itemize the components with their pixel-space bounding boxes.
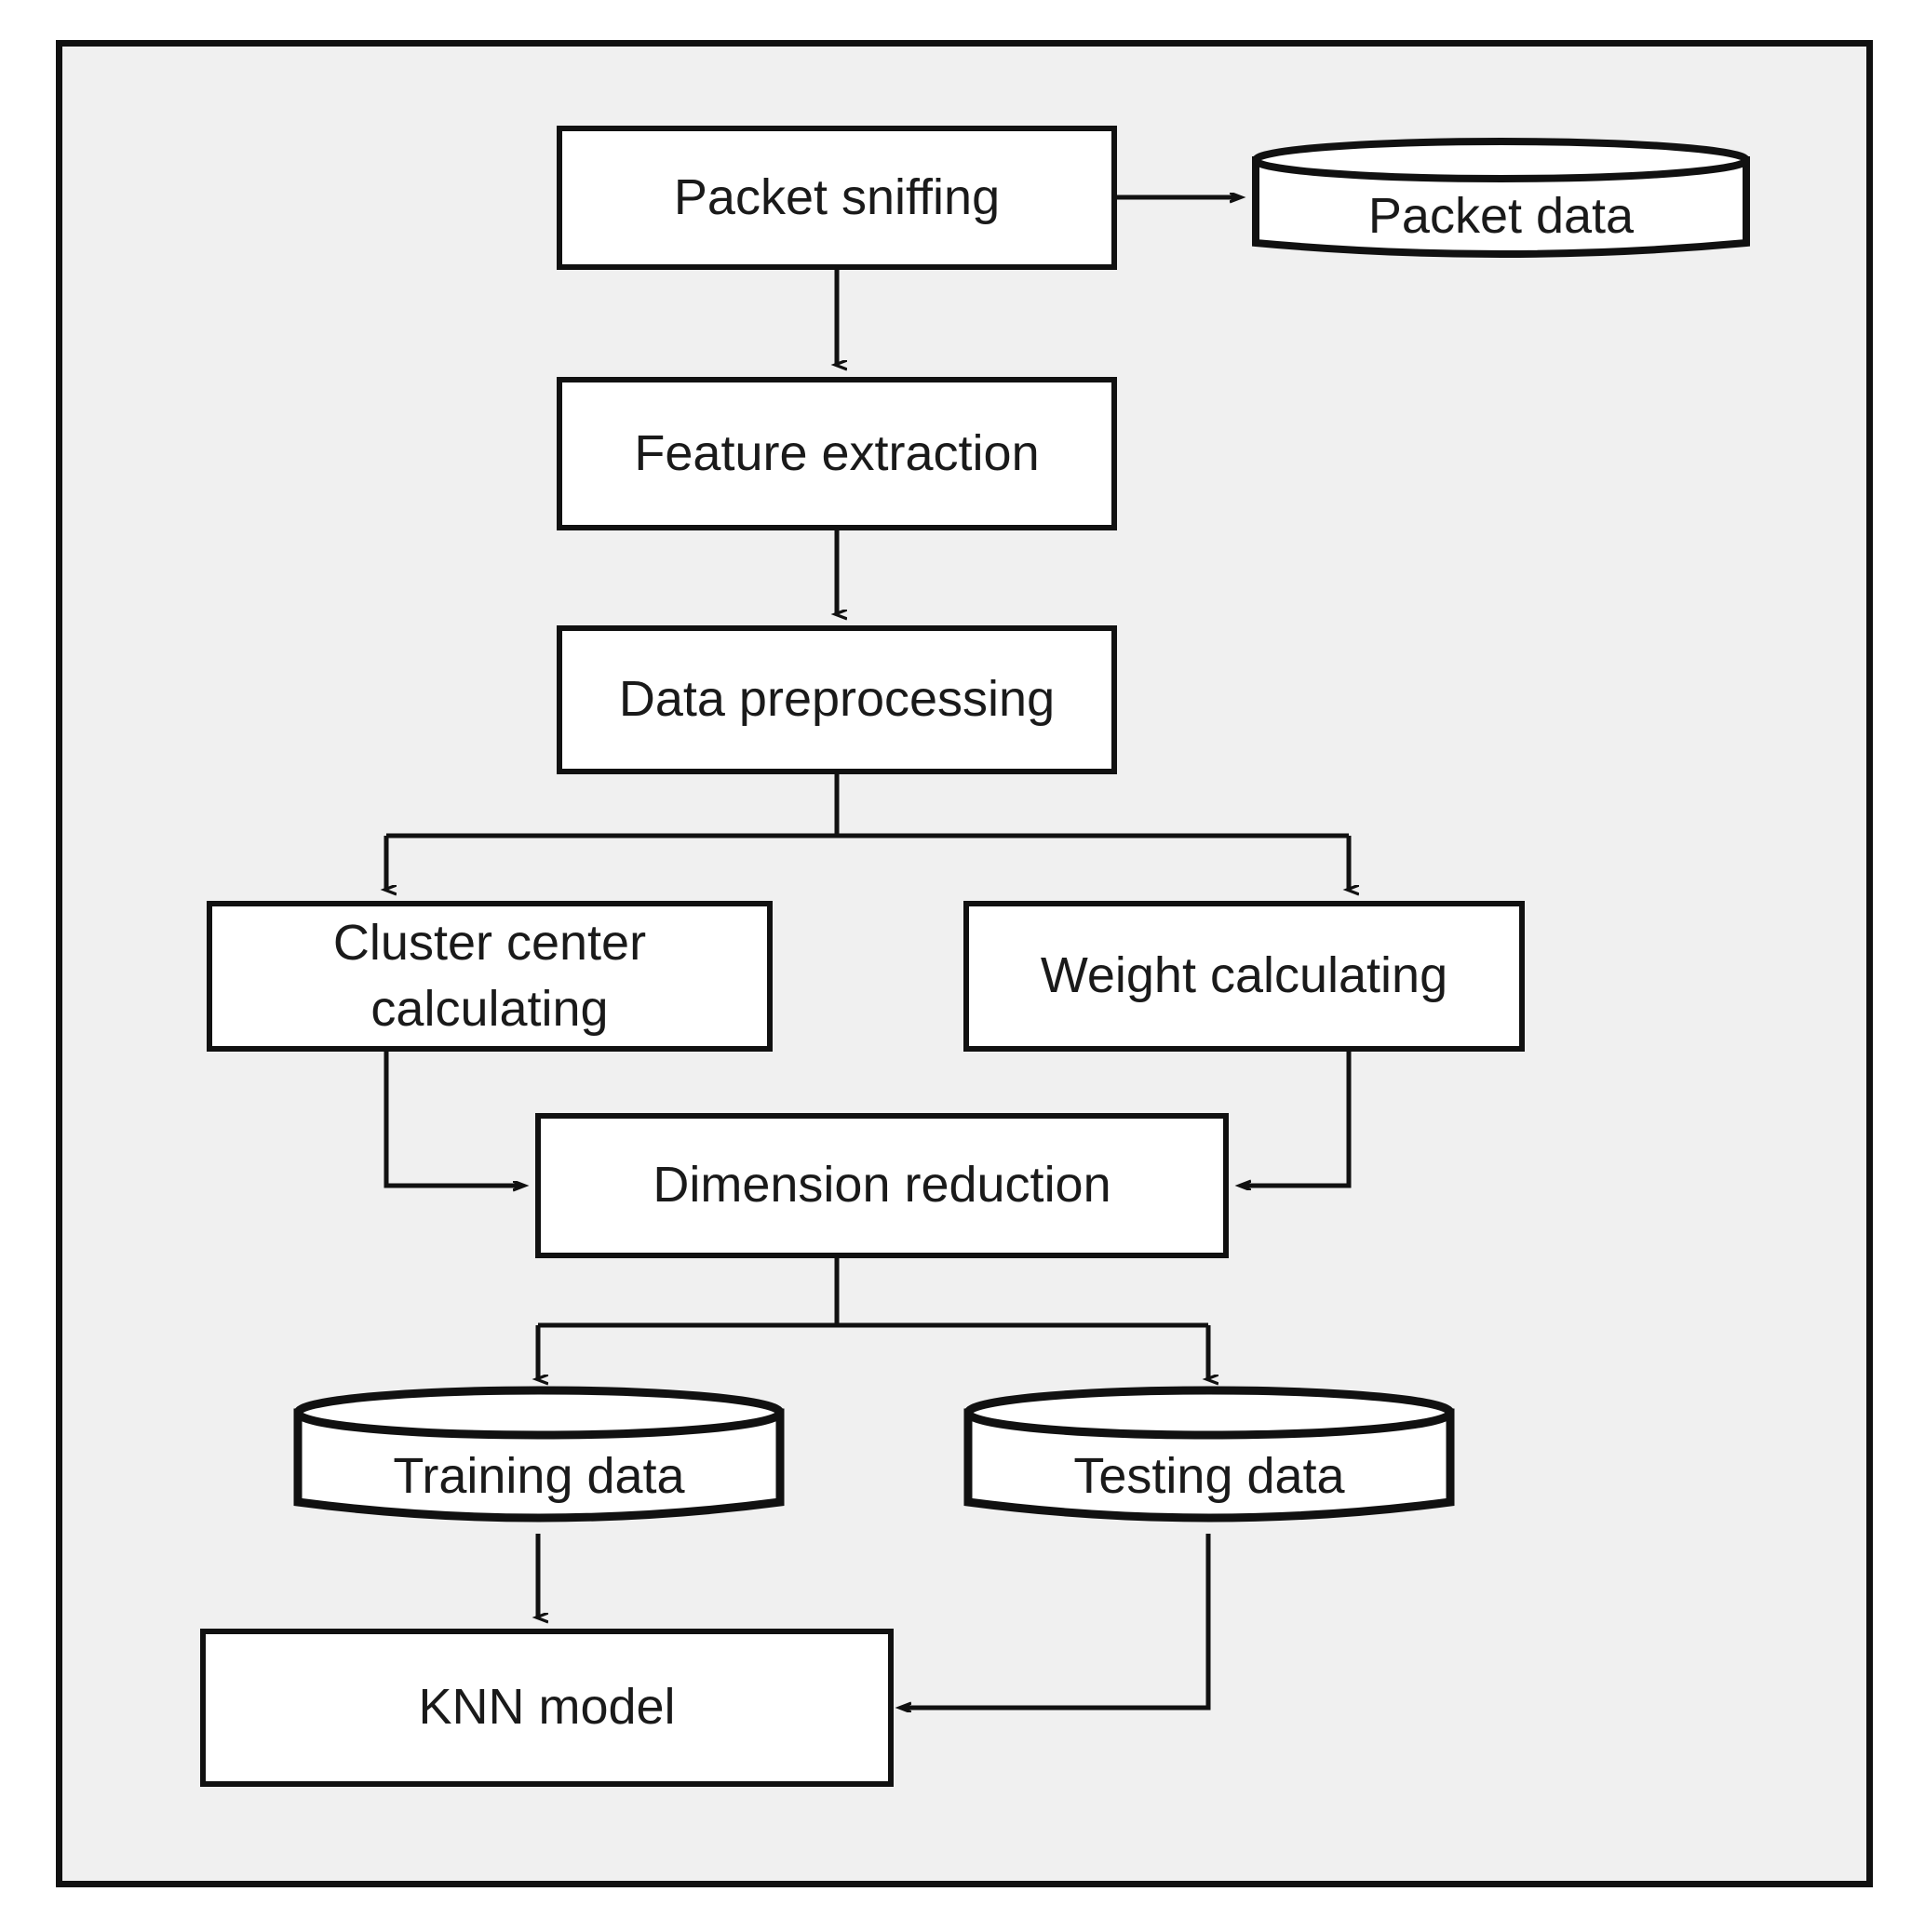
node-testing-data[interactable]: Testing data	[963, 1385, 1455, 1534]
node-packet-sniffing[interactable]: Packet sniffing	[557, 126, 1117, 270]
node-feature-extraction-label: Feature extraction	[634, 424, 1040, 481]
node-packet-data[interactable]: Packet data	[1252, 138, 1750, 265]
node-dimension-reduction[interactable]: Dimension reduction	[535, 1113, 1229, 1258]
edge-testing-data-to-knn-model	[901, 1534, 1211, 1708]
node-data-preprocessing-label: Data preprocessing	[618, 671, 1056, 728]
edge-weight-calculating-to-dimension-reduction	[1241, 1052, 1352, 1186]
node-knn-model-label: KNN model	[418, 1679, 676, 1736]
edge-cluster-center-to-dimension-reduction	[384, 1052, 523, 1186]
node-knn-model[interactable]: KNN model	[200, 1629, 894, 1787]
node-packet-sniffing-label: Packet sniffing	[673, 168, 1001, 225]
node-training-data[interactable]: Training data	[293, 1385, 785, 1534]
node-weight-calculating-label: Weight calculating	[1040, 947, 1448, 1004]
cylinder-shape-testing-data	[963, 1386, 1455, 1523]
node-dimension-reduction-label: Dimension reduction	[653, 1157, 1111, 1214]
node-data-preprocessing[interactable]: Data preprocessing	[557, 625, 1117, 774]
node-cluster-center-calculating-label: Cluster center calculating	[332, 914, 647, 1037]
node-weight-calculating[interactable]: Weight calculating	[963, 901, 1525, 1052]
cylinder-shape-packet-data	[1252, 138, 1750, 258]
node-cluster-center-calculating[interactable]: Cluster center calculating	[207, 901, 773, 1052]
cylinder-shape-training-data	[293, 1386, 785, 1523]
node-feature-extraction[interactable]: Feature extraction	[557, 377, 1117, 530]
